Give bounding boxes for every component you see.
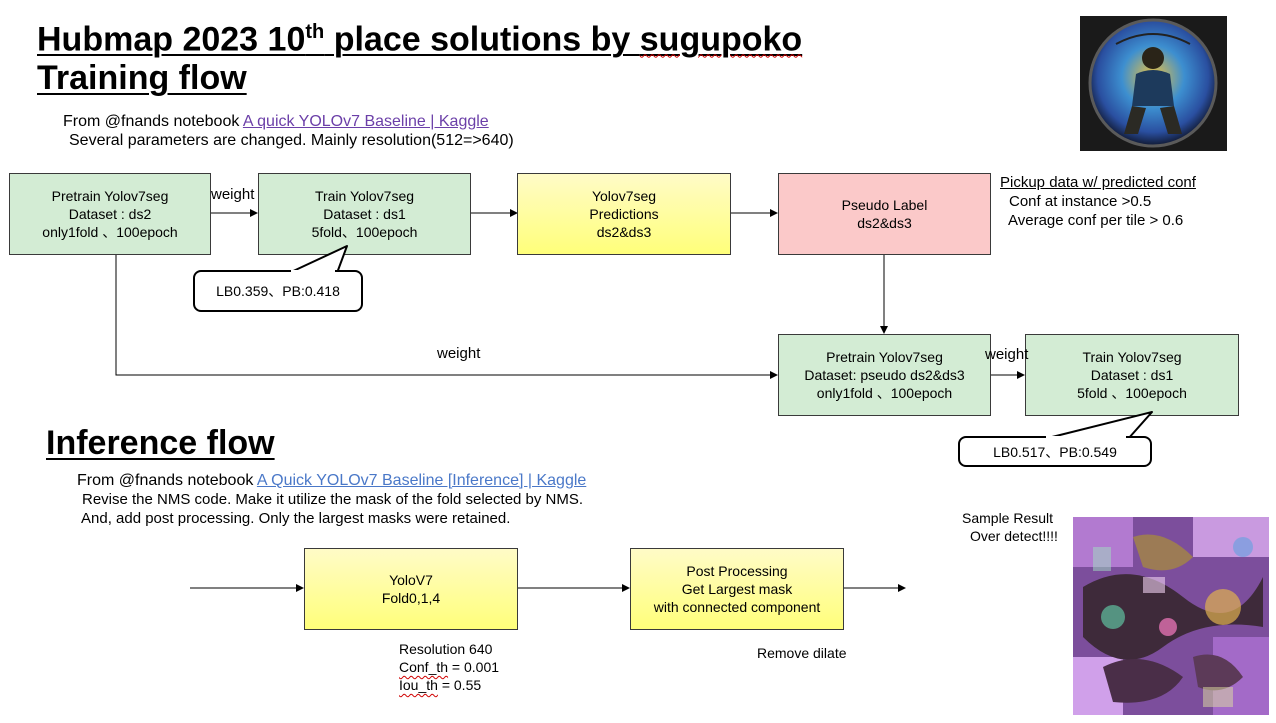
box-line: Post Processing bbox=[686, 563, 788, 579]
box-line: Train Yolov7seg bbox=[314, 188, 415, 204]
box-line: ds2&ds3 bbox=[596, 224, 652, 240]
main-title-sup: th bbox=[305, 21, 325, 43]
box-line: 5fold、100epoch bbox=[311, 224, 418, 240]
yolov7seg-predictions-box: Yolov7seg Predictions ds2&ds3 bbox=[517, 173, 731, 255]
inference-note-2: And, add post processing. Only the large… bbox=[81, 510, 511, 527]
box-line: Pseudo Label bbox=[841, 197, 928, 213]
train-yolov7seg-final-box: Train Yolov7seg Dataset : ds1 5fold 、100… bbox=[1025, 334, 1239, 416]
pseudo-label-box: Pseudo Label ds2&ds3 bbox=[778, 173, 991, 255]
weight-label-1: weight bbox=[211, 186, 255, 203]
pickup-title: Pickup data w/ predicted conf bbox=[1000, 174, 1196, 191]
training-flow-title: Training flow bbox=[37, 59, 247, 97]
box-line: 5fold 、100epoch bbox=[1077, 385, 1187, 401]
training-source-prefix: From @fnands notebook bbox=[63, 113, 243, 130]
author-avatar bbox=[1080, 16, 1227, 151]
callout-2-pointer bbox=[1043, 411, 1153, 440]
main-title: Hubmap 2023 10th place solutions by sugu… bbox=[37, 12, 802, 59]
sample-result-image bbox=[1073, 517, 1269, 715]
train-yolov7seg-ds1-box: Train Yolov7seg Dataset : ds1 5fold、100e… bbox=[258, 173, 471, 255]
conf-th-value: = 0.001 bbox=[448, 659, 500, 675]
remove-dilate-label: Remove dilate bbox=[757, 645, 847, 661]
iou-th-value: = 0.55 bbox=[437, 677, 482, 693]
box-line: Get Largest mask bbox=[681, 581, 793, 597]
callout-2-join bbox=[1046, 436, 1126, 439]
sample-mask-overlay bbox=[1073, 517, 1269, 715]
training-source-note: From @fnands notebook A quick YOLOv7 Bas… bbox=[63, 112, 489, 131]
box-line: Dataset: pseudo ds2&ds3 bbox=[804, 367, 965, 383]
box-line: Predictions bbox=[589, 206, 659, 222]
resolution-label: Resolution 640 bbox=[399, 641, 493, 657]
main-title-mid: place solutions by bbox=[324, 20, 640, 59]
iou-th-key: Iou_th bbox=[399, 677, 438, 693]
arrow-pretrain1-weight-to-pretrain2 bbox=[115, 255, 778, 379]
box-line: YoloV7 bbox=[389, 572, 433, 588]
box-line: Dataset : ds2 bbox=[68, 206, 152, 222]
avatar-image bbox=[1088, 18, 1218, 148]
callout-1-join bbox=[291, 270, 335, 273]
training-params-note: Several parameters are changed. Mainly r… bbox=[69, 132, 514, 149]
inference-note-1: Revise the NMS code. Make it utilize the… bbox=[82, 491, 584, 508]
pretrain-yolov7seg-pseudo-box: Pretrain Yolov7seg Dataset: pseudo ds2&d… bbox=[778, 334, 991, 416]
sample-result-label: Sample Result bbox=[962, 510, 1054, 526]
post-processing-box: Post Processing Get Largest mask with co… bbox=[630, 548, 844, 630]
inference-source-prefix: From @fnands notebook bbox=[77, 472, 257, 489]
main-title-author: sugupoko bbox=[639, 20, 803, 59]
conf-th-key: Conf_th bbox=[399, 659, 449, 675]
box-line: with connected component bbox=[653, 599, 821, 615]
inference-flow-title: Inference flow bbox=[46, 424, 275, 462]
box-line: ds2&ds3 bbox=[857, 215, 912, 231]
pickup-line-1: Conf at instance >0.5 bbox=[1009, 193, 1152, 210]
training-notebook-link[interactable]: A quick YOLOv7 Baseline | Kaggle bbox=[242, 113, 489, 130]
box-line: Pretrain Yolov7seg bbox=[51, 188, 169, 204]
box-line: Fold0,1,4 bbox=[381, 590, 441, 606]
weight-label-2: weight bbox=[985, 346, 1029, 363]
box-line: Dataset : ds1 bbox=[323, 206, 406, 222]
yolov7-inference-box: YoloV7 Fold0,1,4 bbox=[304, 548, 518, 630]
iou-th-label: Iou_th = 0.55 bbox=[399, 676, 481, 694]
box-line: Pretrain Yolov7seg bbox=[826, 349, 943, 365]
box-line: Train Yolov7seg bbox=[1082, 349, 1182, 365]
conf-th-label: Conf_th = 0.001 bbox=[399, 658, 499, 676]
box-line: only1fold 、100epoch bbox=[816, 385, 953, 401]
over-detect-label: Over detect!!!! bbox=[970, 528, 1058, 544]
inference-notebook-link[interactable]: A Quick YOLOv7 Baseline [Inference] | Ka… bbox=[256, 472, 587, 489]
pretrain-yolov7seg-ds2-box: Pretrain Yolov7seg Dataset : ds2 only1fo… bbox=[9, 173, 211, 255]
weight-label-long: weight bbox=[437, 345, 481, 362]
callout-1-pointer bbox=[288, 245, 348, 274]
box-line: only1fold 、100epoch bbox=[42, 224, 178, 240]
main-title-prefix: Hubmap 2023 10 bbox=[37, 20, 306, 59]
box-line: Dataset : ds1 bbox=[1090, 367, 1174, 383]
score-callout-1: LB0.359、PB:0.418 bbox=[193, 270, 363, 312]
inference-source-note: From @fnands notebook A Quick YOLOv7 Bas… bbox=[77, 471, 586, 490]
pickup-line-2: Average conf per tile > 0.6 bbox=[1008, 212, 1184, 229]
box-line: Yolov7seg bbox=[591, 188, 657, 204]
